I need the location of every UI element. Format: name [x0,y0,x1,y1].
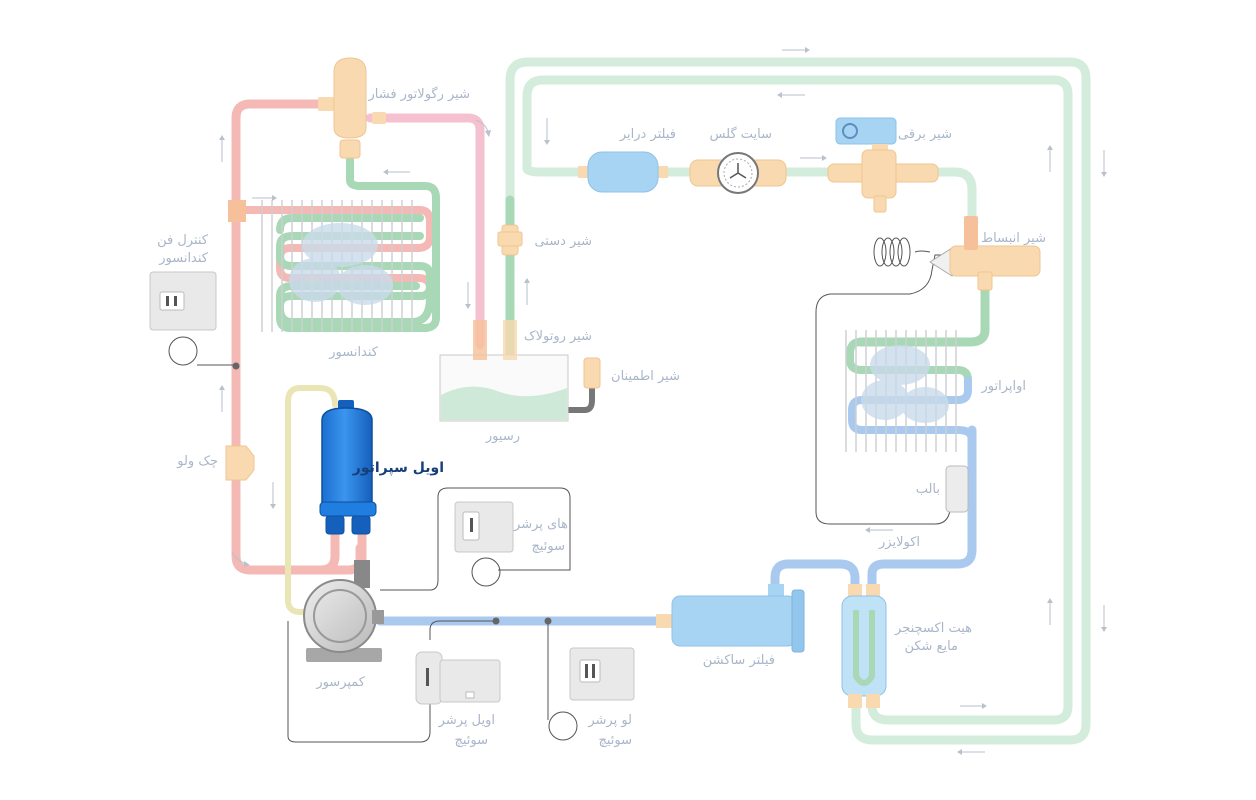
safety-valve-line [565,377,595,413]
label-oil-pressure-switch-1: اویل پرشر [438,713,495,728]
check-valve[interactable] [225,445,255,481]
oil-return-line [285,385,338,615]
expansion-valve[interactable] [929,216,1041,291]
liquid-line-to-dryer [522,163,595,177]
label-check-valve: چک ولو [176,454,218,469]
pressure-regulator-valve[interactable] [318,57,386,159]
evaporator-coils-blue [848,376,976,444]
low-pressure-switch[interactable] [569,647,635,701]
label-dryer-filter: فیلتر درایر [619,127,676,142]
label-condenser-fan-control-1: کنترل فن [157,233,209,248]
label-oil-pressure-switch-2: سوئیچ [454,733,488,748]
label-heat-exchanger-1: هیت اکسچنجر [894,621,972,636]
txv-to-evaporator [855,275,990,347]
label-high-pressure-switch-1: های پرشر [513,517,568,532]
receiver-tank[interactable] [439,320,569,422]
filter-dryer[interactable] [578,151,668,193]
label-safety-valve: شیر اطمینان [611,369,680,384]
label-suction-filter: فیلتر ساکشن [703,653,775,668]
sight-glass[interactable] [689,152,787,194]
label-low-pressure-switch-1: لو پرشر [587,713,632,728]
label-sight-glass: سایت گلس [710,126,772,142]
label-manual-valve: شیر دستی [534,234,592,249]
label-rotolock-valve: شیر روتولاک [524,329,592,344]
oil-separator[interactable] [319,400,377,535]
label-solenoid-valve: شیر برقی [898,127,952,142]
suction-filter-to-heatex [770,559,860,605]
evaporator-to-heatex [867,425,977,595]
label-condenser-fan-control-2: کندانسور [158,251,209,266]
manual-valve[interactable] [497,224,523,256]
safety-valve[interactable] [583,357,601,389]
component-labels: شیر رگولاتور فشار فیلتر درایر سایت گلس ش… [157,86,1046,748]
label-expansion-valve: شیر انبساط [981,231,1046,246]
sensing-bulb[interactable] [945,465,969,513]
liquid-line-solenoid-to-txv [925,167,977,235]
hot-gas-to-receiver [365,113,485,350]
compressor[interactable] [303,560,384,662]
suction-filter[interactable] [656,584,805,653]
label-high-pressure-switch-2: سوئیچ [531,539,565,554]
label-condenser: کندانسور [328,345,379,360]
wire-junctions [232,362,552,625]
label-heat-exchanger-2: مایع شکن [904,639,958,654]
heat-exchanger[interactable] [841,584,887,708]
liquid-line-inner-loop [522,75,1073,725]
liquid-line-outer-loop [505,57,1091,745]
oil-pressure-switch[interactable] [415,651,501,705]
label-equalizer: اکولایزر [878,535,920,550]
condenser-fan-icon [289,223,393,305]
condenser-tee-fitting [228,200,246,222]
bulb-capillary-coil [873,237,911,267]
label-oil-separator: اویل سپراتور [352,460,444,476]
evaporator-coils-green [846,338,972,384]
high-pressure-switch[interactable] [454,501,514,553]
label-pressure-regulator: شیر رگولاتور فشار [367,86,470,102]
evaporator-fan-icon [861,345,949,423]
control-wires [168,250,956,743]
discharge-oilsep-to-compressor [315,525,340,575]
label-bulb: بالب [916,482,940,497]
label-receiver: رسیور [485,429,520,444]
flow-arrows [219,47,1107,755]
condenser-fan-control-box[interactable] [149,271,217,331]
label-low-pressure-switch-2: سوئیچ [598,733,632,748]
solenoid-valve[interactable] [827,117,939,213]
label-compressor: کمپرسور [315,675,365,690]
label-evaporator: اواپراتور [980,379,1026,394]
